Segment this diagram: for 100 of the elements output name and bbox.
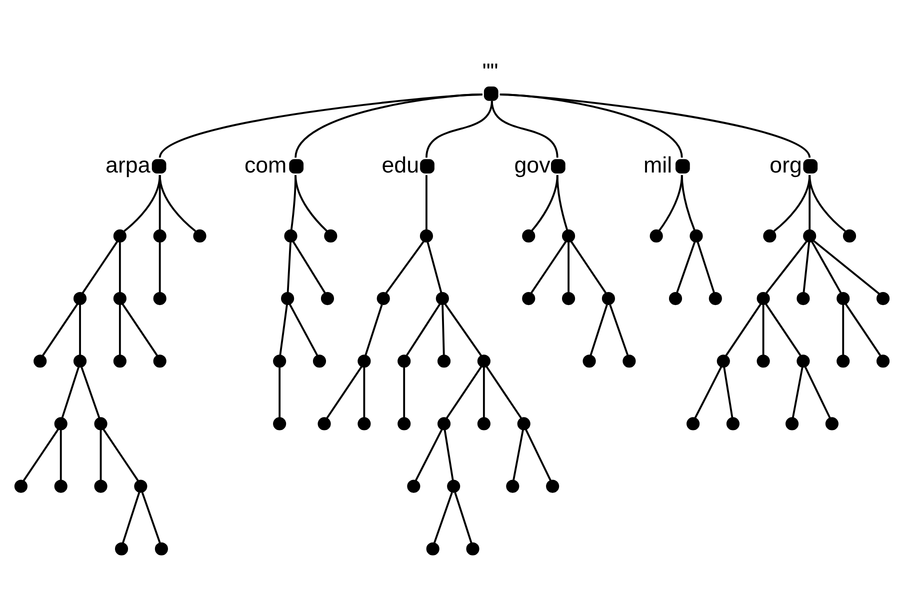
node-label: org [770, 152, 802, 177]
connector [122, 303, 158, 356]
connector [279, 304, 288, 355]
node-circle [154, 542, 168, 555]
connector [60, 429, 62, 480]
node-circle [517, 416, 530, 430]
connector [844, 303, 882, 356]
node-circle [876, 292, 890, 305]
node-circle [546, 479, 560, 492]
connector [294, 174, 328, 232]
connector [406, 303, 441, 356]
node-circle [54, 479, 68, 492]
node-circle [398, 416, 411, 430]
node-circle [756, 292, 770, 305]
connector [294, 93, 482, 158]
node-circle [281, 292, 294, 305]
node-label: edu [382, 152, 420, 177]
node-circle [803, 228, 816, 242]
node-circle [796, 292, 810, 305]
connector [694, 366, 722, 418]
connector [802, 242, 810, 292]
connector [512, 429, 524, 480]
connector [426, 174, 428, 230]
connector [79, 304, 81, 355]
node-circle [836, 354, 850, 368]
node-circle [324, 228, 338, 242]
connector [568, 242, 570, 292]
connector [723, 366, 734, 418]
node-circle [796, 354, 810, 368]
connector [556, 174, 568, 230]
node-circle [763, 228, 776, 242]
connector [118, 242, 121, 292]
connector [118, 304, 121, 355]
node-circle [376, 292, 390, 305]
connector [444, 429, 454, 480]
connector [61, 366, 80, 418]
connector [385, 240, 424, 294]
connector [766, 240, 808, 294]
connector [676, 241, 696, 292]
node-circle [54, 416, 68, 430]
node-circle [786, 416, 799, 430]
connector [812, 240, 880, 294]
node-label: mil [644, 152, 672, 177]
node-circle [756, 354, 770, 368]
connector [490, 100, 558, 158]
node-circle [522, 228, 536, 242]
connector [804, 366, 831, 418]
connector [570, 240, 607, 293]
connector [286, 242, 292, 292]
node-circle [153, 292, 166, 305]
connector [158, 242, 161, 292]
connector [434, 492, 453, 543]
connector [403, 366, 406, 418]
connector [100, 429, 102, 480]
connector [326, 366, 362, 418]
node-circle [358, 354, 371, 368]
node-circle [426, 542, 440, 555]
node-circle [273, 354, 286, 368]
connector [102, 428, 139, 481]
connector [482, 366, 485, 418]
node-circle [94, 416, 108, 430]
node-circle [562, 292, 576, 305]
connector [124, 174, 161, 232]
node-circle [602, 292, 615, 305]
connector [288, 303, 318, 356]
connector [808, 174, 811, 230]
node-circle [876, 354, 890, 368]
connector [696, 241, 715, 292]
node-circle [436, 292, 449, 305]
node-circle [726, 416, 740, 430]
node-label: "" [482, 58, 498, 84]
connector [80, 366, 100, 418]
node-circle [113, 292, 126, 305]
connector [363, 366, 366, 418]
node-circle [668, 292, 682, 305]
connector [141, 492, 161, 543]
node-circle [34, 354, 47, 368]
node-circle [477, 416, 490, 430]
connector [278, 366, 281, 418]
node-circle [842, 228, 856, 242]
connector [765, 303, 802, 356]
connector [792, 366, 804, 418]
connector [808, 174, 846, 232]
node-circle [582, 354, 596, 368]
node-circle [708, 292, 722, 305]
node-circle [506, 479, 520, 492]
connector [414, 428, 443, 481]
node-circle [153, 228, 166, 242]
node-circle [686, 416, 700, 430]
connector [524, 428, 552, 481]
node-circle [113, 354, 126, 368]
node-label: com [244, 152, 287, 177]
node-circle [690, 228, 703, 242]
connector [446, 366, 482, 418]
node-circle [420, 228, 433, 242]
node-circle [312, 354, 326, 368]
connector [82, 240, 118, 293]
connector [158, 174, 196, 232]
node-circle [318, 416, 331, 430]
node-circle [466, 542, 480, 555]
